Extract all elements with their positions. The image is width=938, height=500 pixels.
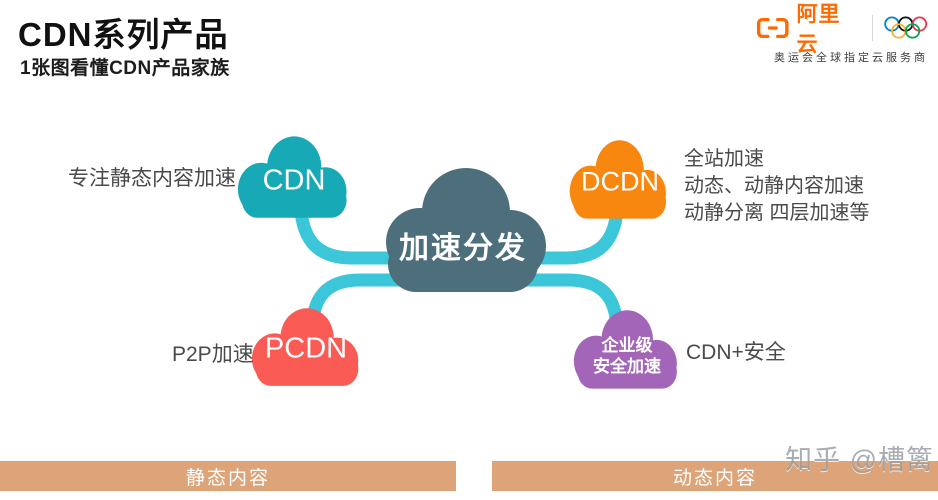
aliyun-brand-text: 阿里云 <box>796 3 841 56</box>
static-content-bar-label: 静态内容 <box>185 467 270 489</box>
pcdn-cloud <box>251 308 359 386</box>
security-cloud <box>573 310 677 389</box>
center-cloud <box>386 168 546 292</box>
aliyun-logo-row: 阿里云 <box>756 3 928 56</box>
dcdn-cloud <box>569 140 667 219</box>
logo-tagline: 奥运会全球指定云服务商 <box>774 52 928 64</box>
aliyun-logo: 阿里云 奥运会全球指定云服务商 <box>756 3 928 65</box>
dynamic-content-bar: 动态内容 <box>492 461 938 491</box>
zhihu-watermark: 知乎 @槽篱 <box>785 445 934 475</box>
cdn-cloud <box>237 136 347 218</box>
static-content-bar: 静态内容 <box>0 461 456 491</box>
aliyun-bracket-icon <box>756 17 789 39</box>
dynamic-content-bar-label: 动态内容 <box>672 467 757 489</box>
olympic-rings-icon <box>883 16 927 39</box>
logo-divider <box>871 15 873 41</box>
page-subtitle: 1张图看懂CDN产品家族 <box>20 58 230 79</box>
cdn-diagram <box>237 136 677 389</box>
page-title: CDN系列产品 <box>18 16 229 53</box>
